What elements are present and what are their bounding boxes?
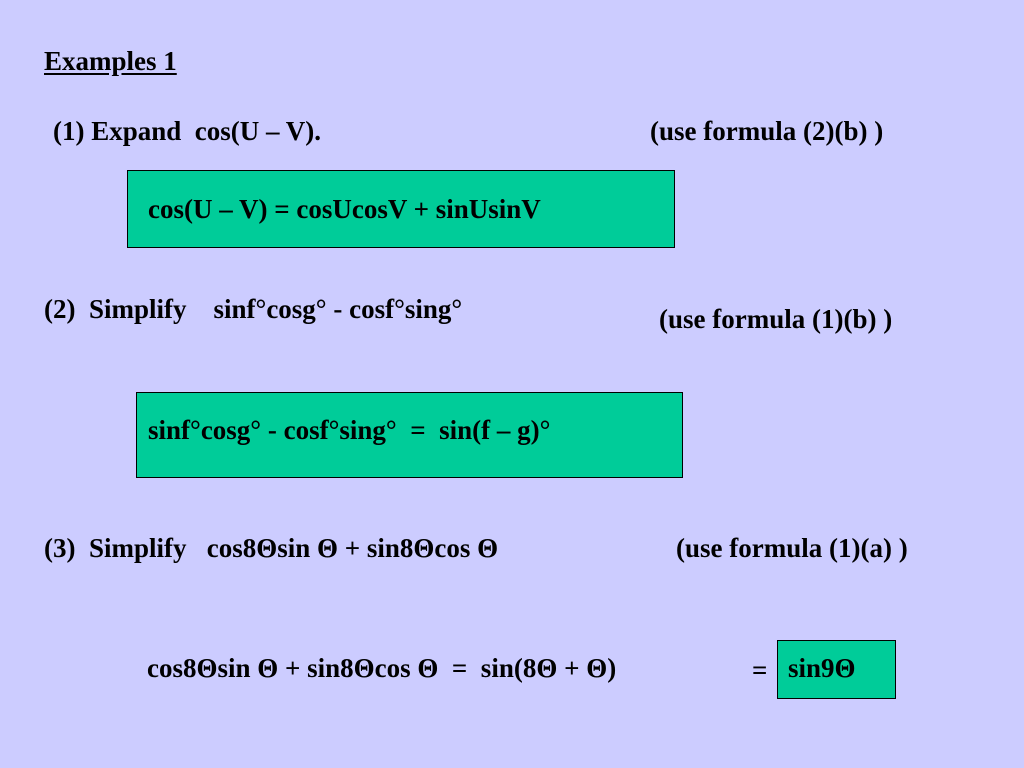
example-2-hint: (use formula (1)(b) ) (659, 304, 893, 334)
example-3-answer: cos8Θsin Θ + sin8Θcos Θ = sin(8Θ + Θ) (147, 653, 617, 683)
example-2-answer-box: sinf°cosg° - cosf°sing° = sin(f – g)° (136, 392, 683, 478)
example-1-answer-box: cos(U – V) = cosUcosV + sinUsinV (127, 170, 675, 248)
example-3-result-box: sin9Θ (777, 640, 896, 699)
example-1-prompt: (1) Expand cos(U – V). (53, 116, 322, 146)
example-2-prompt: (2) Simplify sinf°cosg° - cosf°sing° (44, 294, 463, 324)
example-1-hint: (use formula (2)(b) ) (650, 116, 884, 146)
example-3-prompt: (3) Simplify cos8Θsin Θ + sin8Θcos Θ (44, 533, 499, 563)
slide-title: Examples 1 (44, 46, 177, 76)
example-3-result: sin9Θ (788, 653, 856, 683)
example-3-equals-sign: = (752, 655, 768, 685)
example-2-answer: sinf°cosg° - cosf°sing° = sin(f – g)° (148, 415, 551, 445)
example-1-answer: cos(U – V) = cosUcosV + sinUsinV (148, 194, 541, 224)
example-3-hint: (use formula (1)(a) ) (676, 533, 908, 563)
